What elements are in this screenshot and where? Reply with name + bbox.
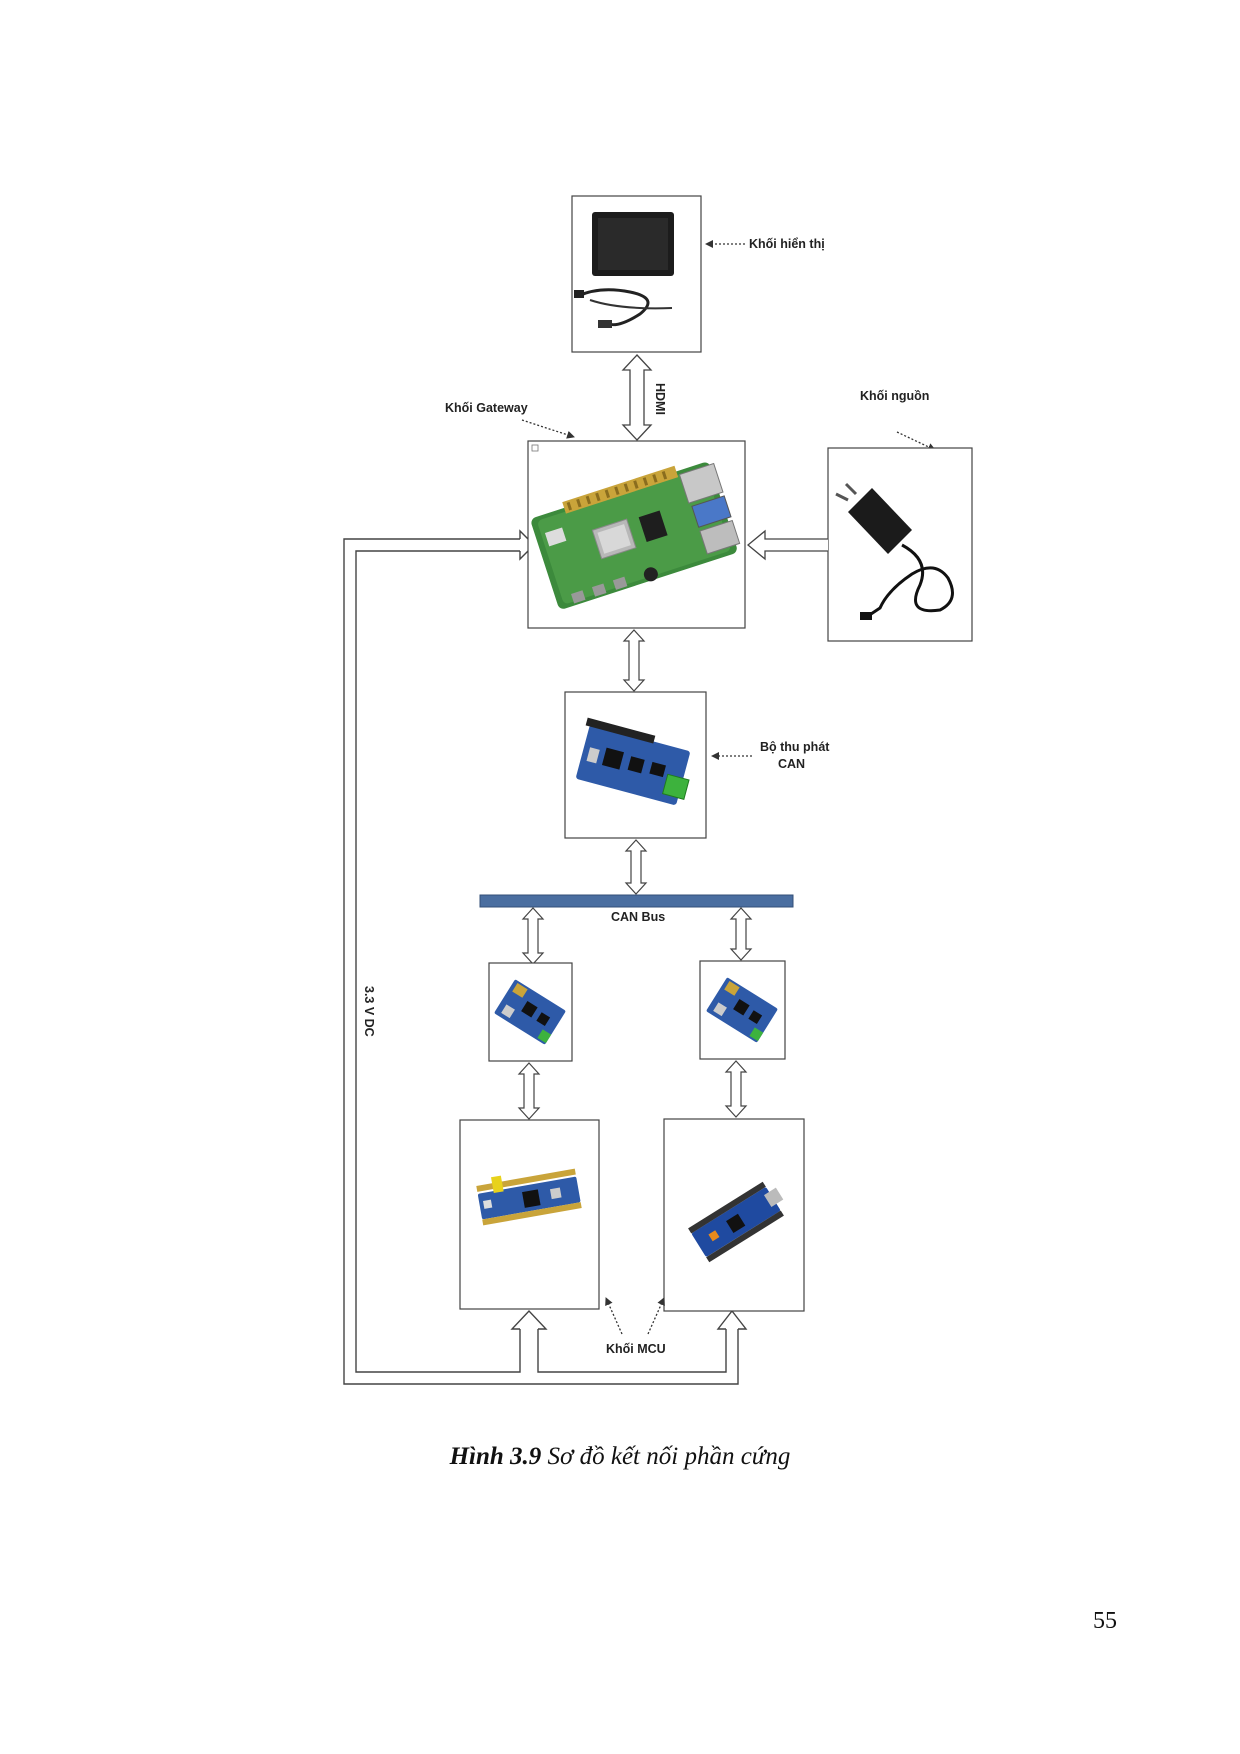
arduino-nano-image bbox=[688, 1181, 784, 1263]
hdmi-label: HDMI bbox=[653, 383, 667, 415]
caption-text: Sơ đồ kết nối phần cứng bbox=[541, 1443, 791, 1470]
figure-caption: Hình 3.9 Sơ đồ kết nối phần cứng bbox=[0, 1443, 1240, 1471]
gateway-block-label: Khối Gateway bbox=[445, 401, 528, 415]
power-adapter-image bbox=[835, 482, 954, 620]
gateway-block bbox=[527, 440, 746, 629]
display-block-label: Khối hiển thị bbox=[749, 237, 825, 251]
stm32-board-image bbox=[476, 1168, 582, 1226]
can-module-left bbox=[488, 962, 573, 1062]
display-block bbox=[571, 195, 702, 353]
power-block-label: Khối nguồn bbox=[860, 389, 929, 403]
power-to-gateway-arrow bbox=[746, 529, 828, 561]
vdc-label: 3.3 V DC bbox=[362, 986, 376, 1037]
mcu-right-block bbox=[663, 1118, 805, 1312]
right-module-mcu-arrow bbox=[724, 1060, 748, 1118]
can-hat-image bbox=[576, 717, 690, 805]
raspberry-pi-board-image bbox=[531, 462, 741, 609]
mcu-left-block bbox=[459, 1119, 600, 1310]
page-number: 55 bbox=[1093, 1608, 1117, 1634]
bus-right-module-arrow bbox=[729, 907, 753, 961]
mcu-block-label: Khối MCU bbox=[606, 1342, 666, 1356]
left-module-mcu-arrow bbox=[517, 1062, 541, 1120]
can-transceiver-label-line1: Bộ thu phát bbox=[760, 740, 830, 754]
can-module-right bbox=[699, 960, 786, 1060]
can-bus-label: CAN Bus bbox=[611, 910, 665, 924]
can-transceiver-block bbox=[564, 691, 707, 839]
transceiver-bus-double-arrow bbox=[624, 839, 648, 895]
gateway-can-double-arrow bbox=[622, 629, 646, 692]
caption-number: Hình 3.9 bbox=[449, 1443, 542, 1470]
can-bus-line bbox=[479, 894, 794, 908]
hdmi-double-arrow bbox=[621, 354, 653, 441]
can-transceiver-label-line2: CAN bbox=[778, 757, 805, 771]
bus-left-module-arrow bbox=[521, 907, 545, 965]
power-block bbox=[827, 447, 973, 642]
